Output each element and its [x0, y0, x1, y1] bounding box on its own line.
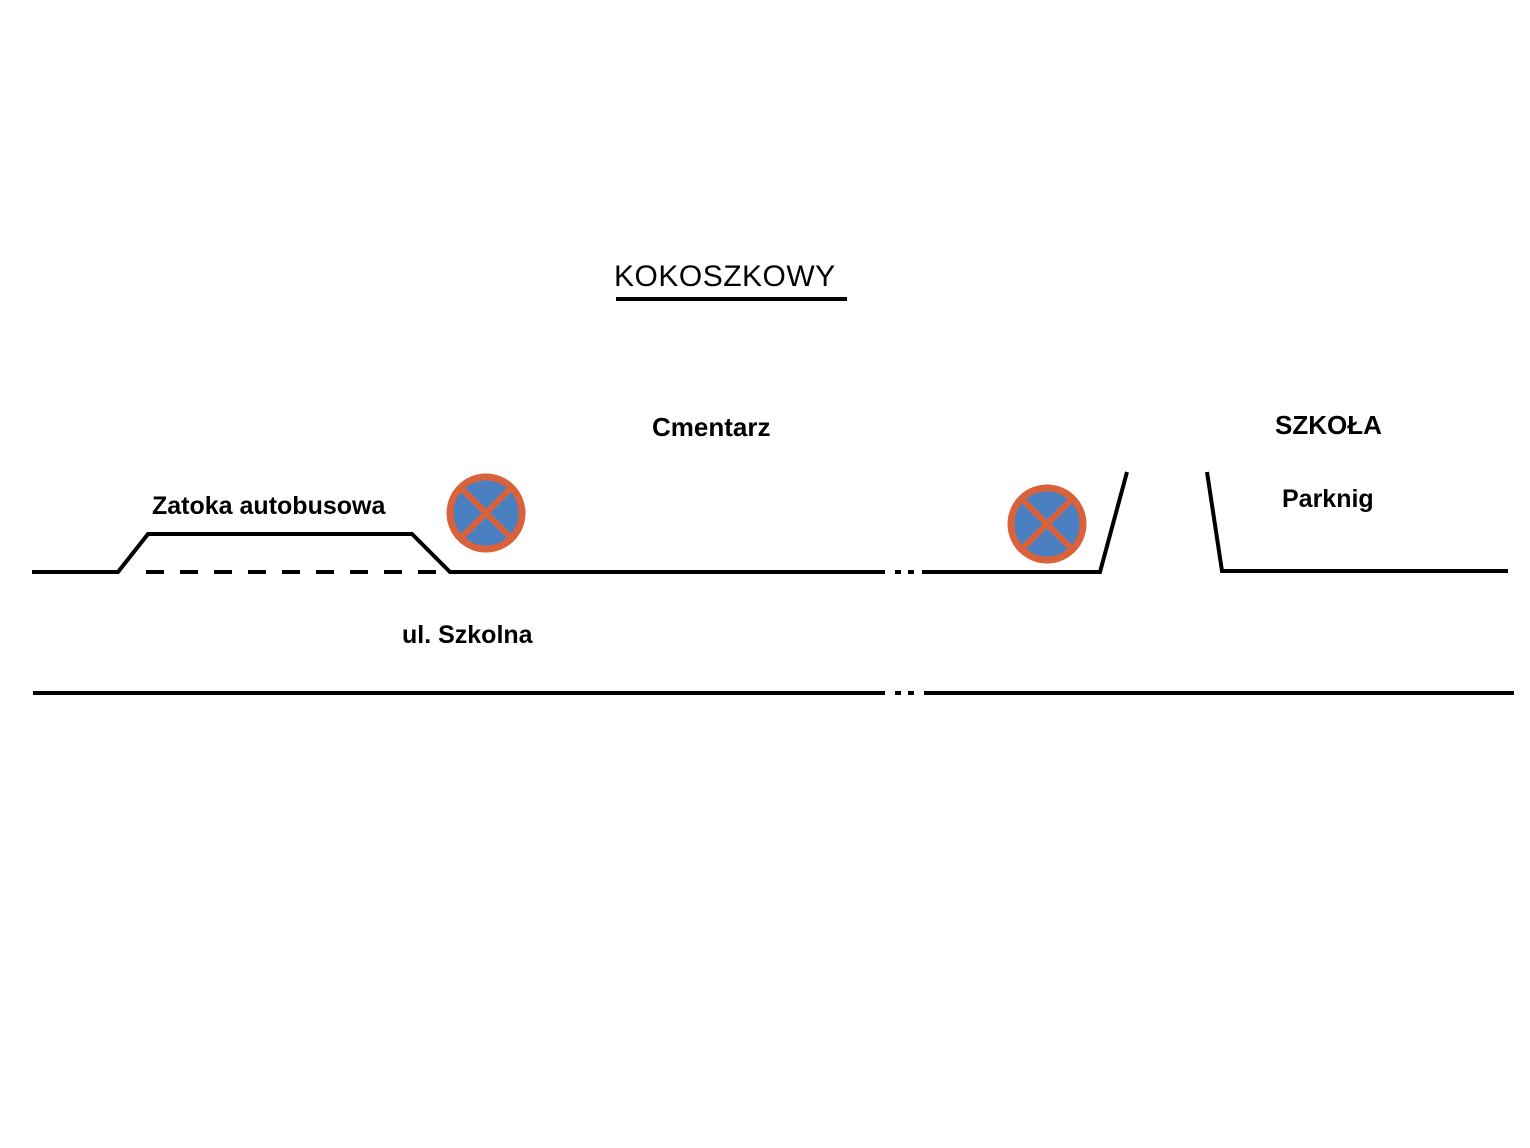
upper-curb-left [32, 532, 885, 574]
upper-curb-middle [922, 471, 1129, 574]
label-bus-bay: Zatoka autobusowa [152, 492, 386, 520]
upper-curb-right [1205, 471, 1508, 573]
diagram-title: KOKOSZKOWY [614, 260, 836, 293]
label-cemetery: Cmentarz [652, 412, 771, 442]
label-parking: Parknig [1282, 485, 1374, 513]
no-stopping-sign-icon [446, 473, 526, 553]
label-school: SZKOŁA [1275, 410, 1382, 440]
no-stopping-sign-icon [1007, 484, 1087, 564]
label-street: ul. Szkolna [402, 621, 533, 649]
